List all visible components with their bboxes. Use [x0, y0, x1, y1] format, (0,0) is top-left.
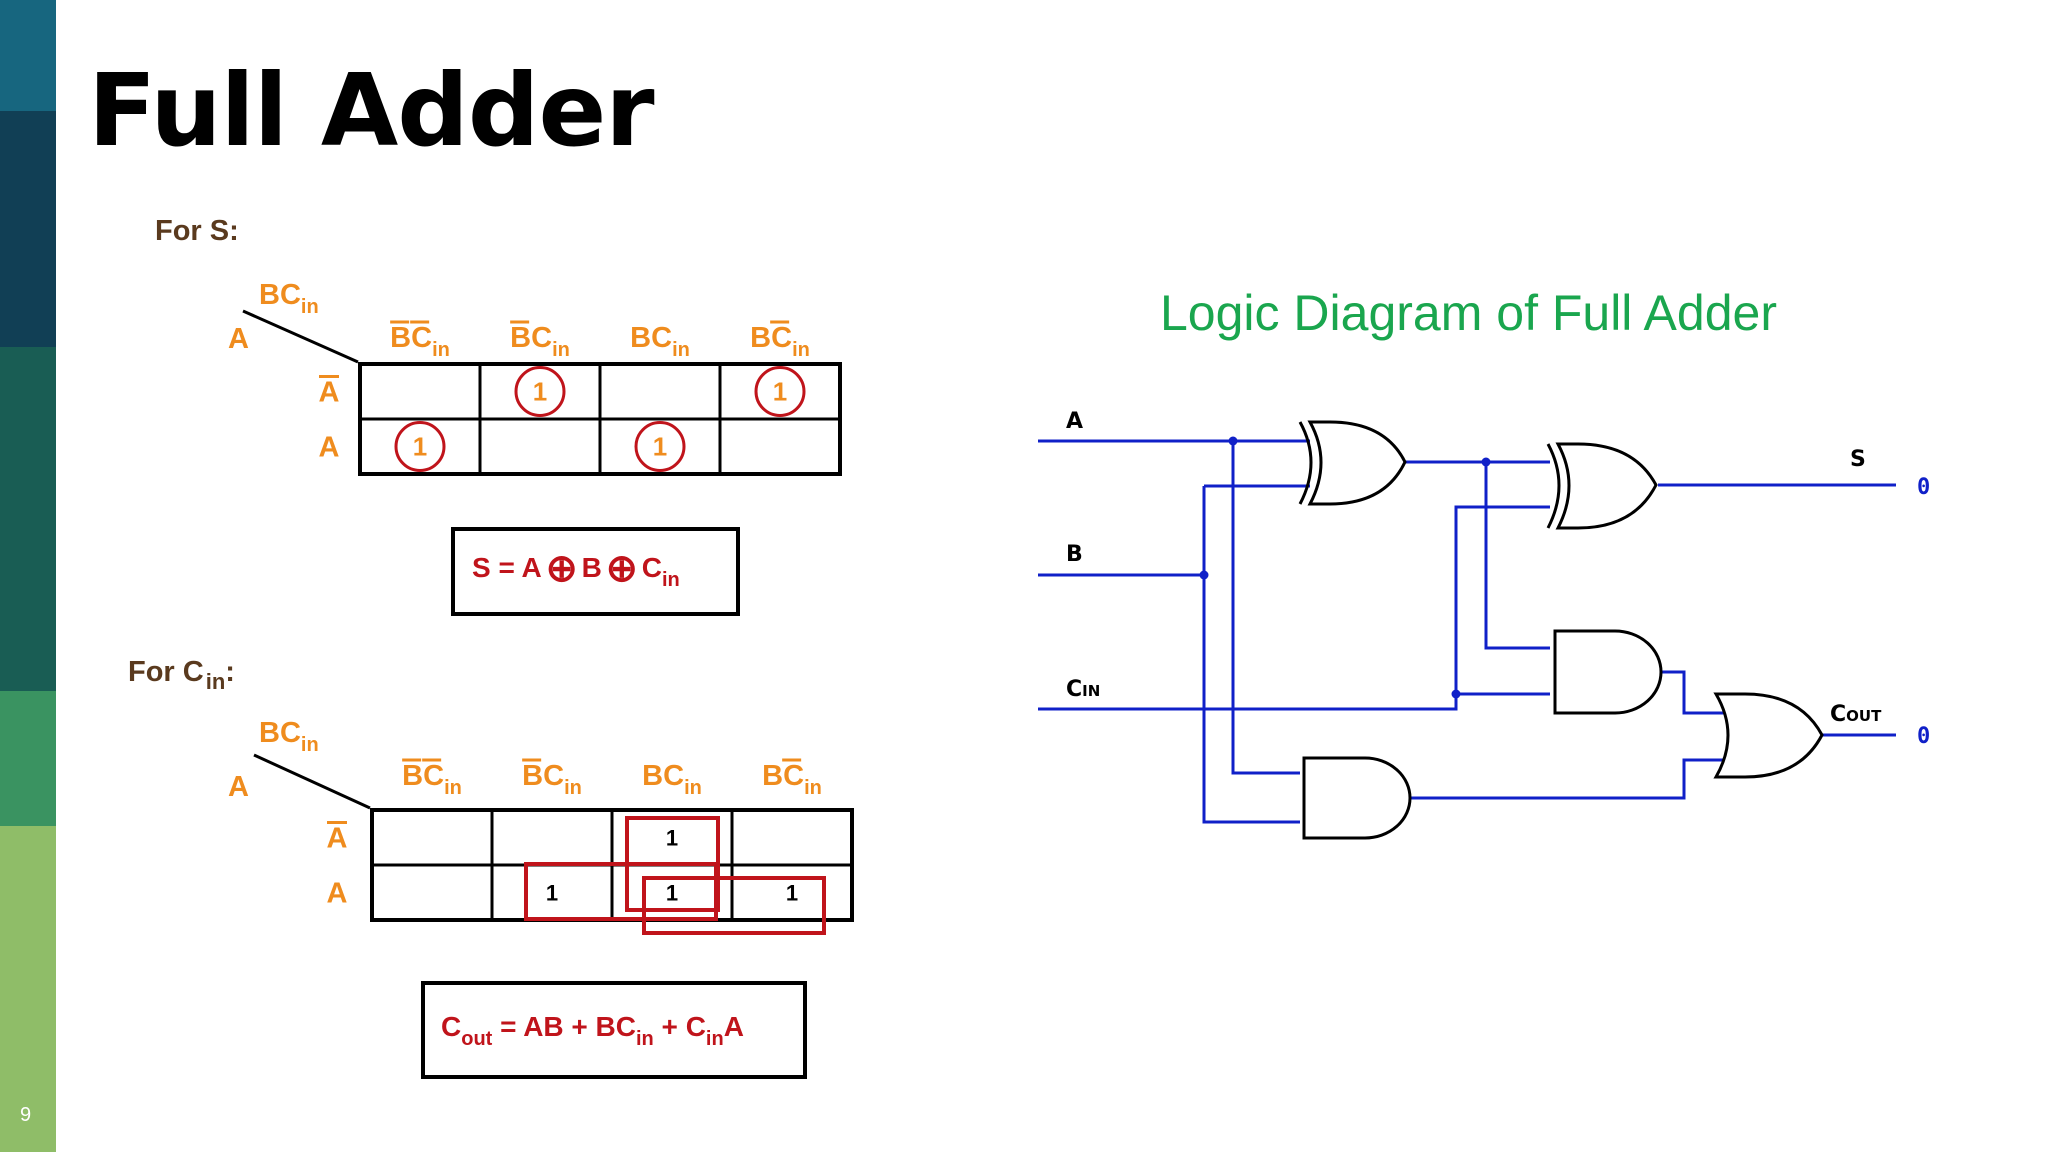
output-value-cout: 0: [1917, 724, 1930, 749]
xor-gate-2: [1546, 442, 1658, 530]
kmap-row-header: A: [319, 377, 340, 409]
kmap-cell-value: 1: [666, 881, 678, 906]
kmap-cout-corner-row: A: [228, 771, 249, 803]
kmap-minterm-circle: [634, 421, 686, 472]
wire-a-to-and2: [1231, 441, 1300, 775]
output-label-cout: COUT: [1830, 702, 1882, 727]
kmap-s-heading: For S:: [155, 215, 239, 247]
kmap-row-header: A: [327, 878, 348, 910]
kmap-row-header: A: [319, 432, 340, 464]
kmap-col-header: BCin: [642, 760, 702, 799]
junction-dot: [1199, 570, 1209, 580]
xor-gate-1: [1298, 420, 1407, 506]
input-label-a: A: [1066, 409, 1083, 434]
kmap-minterm-circle: [514, 366, 566, 417]
kmap-cell-value: 1: [546, 881, 558, 906]
sidebar-stripe: [0, 826, 56, 1152]
kmap-col-header: BCin: [522, 760, 582, 799]
and-gate-1: [1553, 629, 1663, 715]
or-gate: [1713, 692, 1824, 779]
junction-dot: [1228, 436, 1238, 446]
kmap-minterm-circle: [394, 421, 446, 472]
kmap-s-corner-col: BCin: [259, 279, 319, 318]
wire-b-to-and2: [1202, 486, 1300, 824]
kmap-cout-corner-diagonal: [253, 753, 371, 810]
slide-number: 9: [20, 1104, 32, 1126]
kmap-cout-equation-box: [421, 981, 807, 1079]
wire-xor1-to-and1: [1484, 462, 1550, 650]
kmap-col-header: BCin: [510, 322, 570, 361]
output-label-s: S: [1850, 447, 1866, 472]
kmap-col-header: BCin: [750, 322, 810, 361]
junction-dot: [1451, 689, 1461, 699]
kmap-col-header: BCin: [630, 322, 690, 361]
output-value-s: 0: [1917, 475, 1930, 500]
slide-title: Full Adder: [88, 52, 655, 169]
gates: [1298, 420, 1824, 840]
kmap-row-header: A: [327, 823, 348, 855]
kmap-col-header: BCin: [762, 760, 822, 799]
kmap-cell-value: 1: [666, 826, 678, 851]
and-gate-2: [1302, 756, 1412, 840]
kmap-cout-equation: Cout = AB + BCin + CinA: [441, 1011, 744, 1050]
kmap-cout-heading: For Cin:: [128, 656, 235, 694]
sidebar-stripe: [0, 691, 56, 826]
kmap-cell-value: 1: [773, 377, 787, 407]
kmap-cell-value: 1: [413, 432, 427, 462]
junction-dot: [1481, 457, 1491, 467]
kmap-s-equation: S = A⊕B⊕Cin: [472, 548, 680, 591]
sidebar-stripe: [0, 347, 56, 691]
sidebar-stripe: [0, 0, 56, 111]
input-label-b: B: [1066, 542, 1083, 567]
logic-diagram: Logic Diagram of Full Adder A B CIN S 0 …: [1038, 285, 1930, 840]
sidebar-stripe: [0, 111, 56, 347]
input-label-cin: CIN: [1066, 677, 1100, 702]
wire-and1-out: [1660, 670, 1725, 715]
wire-and2-out: [1410, 758, 1725, 800]
junctions: [1199, 436, 1491, 699]
logic-diagram-title: Logic Diagram of Full Adder: [1160, 285, 1777, 341]
wire-cin: [1038, 505, 1550, 711]
kmap-s-corner-diagonal: [242, 309, 359, 364]
wires: [1038, 439, 1896, 824]
kmap-cout-corner-col: BCin: [259, 717, 319, 756]
kmap-s-corner-row: A: [228, 323, 249, 355]
kmap-cout-group-box: [642, 876, 826, 935]
kmap-cell-value: 1: [533, 377, 547, 407]
kmap-s-equation-box: [451, 527, 740, 616]
kmap-minterm-circle: [754, 366, 806, 417]
kmap-cout-group-box: [524, 862, 718, 921]
kmap-col-header: BCin: [402, 760, 462, 799]
kmap-cell-value: 1: [786, 881, 798, 906]
kmap-col-header: BCin: [390, 322, 450, 361]
kmap-cell-value: 1: [653, 432, 667, 462]
